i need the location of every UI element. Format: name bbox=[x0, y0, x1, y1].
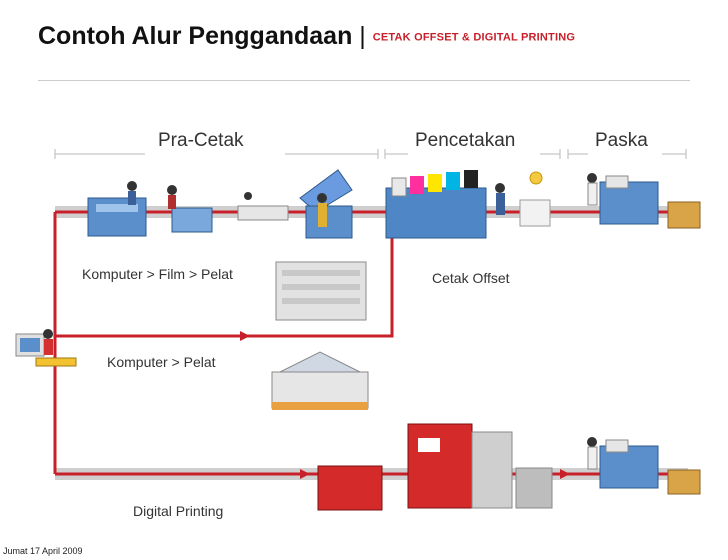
stage-label-press: Pencetakan bbox=[415, 130, 516, 151]
stage-brackets bbox=[54, 149, 687, 159]
slide-title: Contoh Alur Penggandaan | CETAK OFFSET &… bbox=[38, 22, 575, 51]
title-separator: | bbox=[359, 22, 366, 50]
stage-label-pre-press: Pra-Cetak bbox=[158, 130, 244, 151]
finishing-machine-bottom-icon bbox=[587, 437, 701, 495]
workstation-icon bbox=[15, 329, 77, 367]
stage-label-post-press: Paska bbox=[595, 130, 648, 151]
slide-date: Jumat 17 April 2009 bbox=[3, 546, 83, 556]
title-subtitle: CETAK OFFSET & DIGITAL PRINTING bbox=[372, 31, 576, 44]
caption-digital-printing: Digital Printing bbox=[133, 503, 224, 519]
finishing-machine-top-icon bbox=[587, 173, 701, 229]
offset-press-icon bbox=[385, 170, 551, 239]
digital-press-icon bbox=[317, 423, 553, 511]
title-divider bbox=[38, 80, 690, 81]
title-text: Contoh Alur Penggandaan bbox=[38, 22, 353, 50]
caption-offset: Cetak Offset bbox=[432, 270, 510, 286]
ctf-equipment-icon bbox=[87, 169, 353, 239]
flow-lines bbox=[53, 210, 688, 476]
platesetter-icon bbox=[271, 351, 369, 410]
imagesetter-icon bbox=[275, 261, 367, 321]
caption-computer-to-film: Komputer > Film > Pelat bbox=[82, 266, 233, 282]
caption-computer-to-plate: Komputer > Pelat bbox=[107, 354, 216, 370]
